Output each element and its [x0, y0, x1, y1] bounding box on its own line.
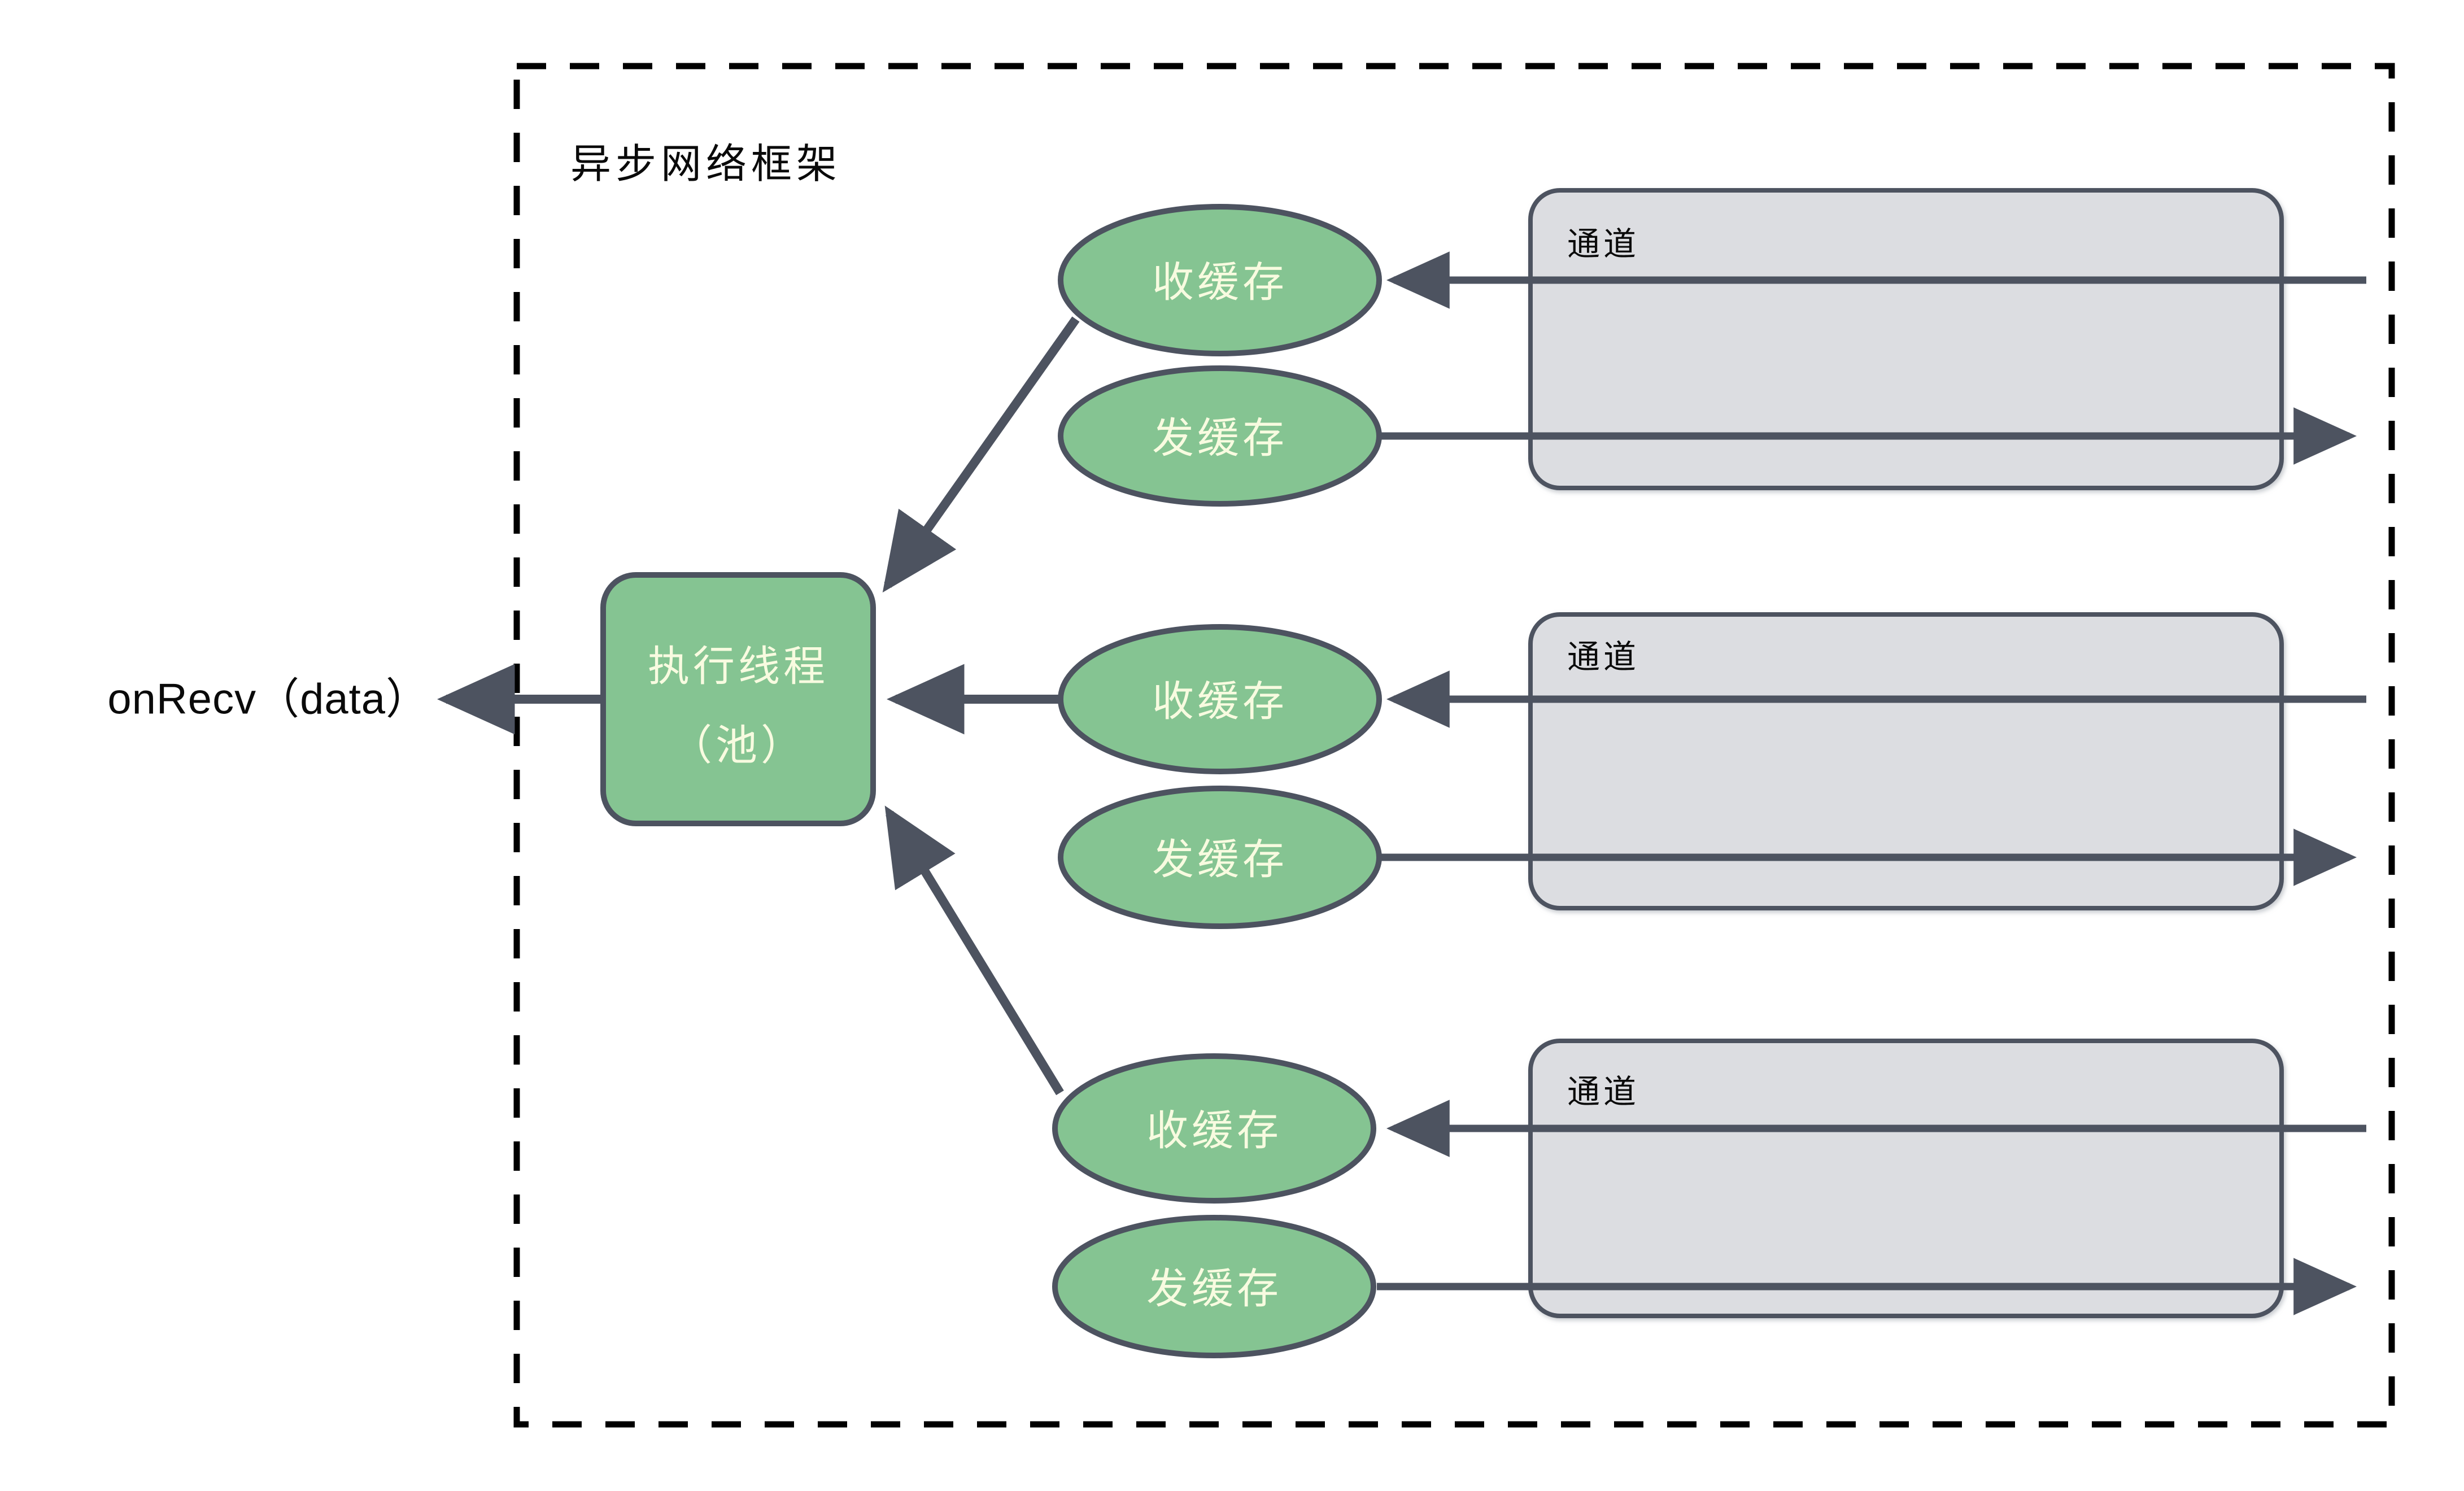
recv-buffer-node-2[interactable]: 收缓存 [1058, 624, 1382, 774]
edge-recv1-to-threadpool [882, 316, 1080, 593]
edge-recv3-to-threadpool [884, 805, 1064, 1096]
recv-buffer-ellipse-2[interactable] [1058, 624, 1382, 774]
recv-buffer-label-3: 收缓存 [1146, 1106, 1282, 1155]
framework-boundary [513, 63, 2395, 1428]
recv-buffer-label-1: 收缓存 [1152, 258, 1288, 307]
thread-pool-rect[interactable] [600, 572, 876, 826]
send-buffer-ellipse-1[interactable] [1058, 365, 1382, 507]
send-buffer-ellipse-2[interactable] [1058, 786, 1382, 929]
channel-label-2: 通道 [1567, 638, 1639, 676]
send-buffer-node-2[interactable]: 发缓存 [1058, 786, 1382, 929]
channel-box-2: 通道 [1528, 612, 2284, 910]
thread-pool-label-line1: 执行线程 [648, 642, 828, 691]
framework-title: 异步网络框架 [570, 140, 841, 188]
recv-buffer-ellipse-3[interactable] [1052, 1053, 1376, 1204]
send-buffer-ellipse-3[interactable] [1052, 1215, 1376, 1358]
send-buffer-node-3[interactable]: 发缓存 [1052, 1215, 1376, 1358]
channel-label-3: 通道 [1567, 1073, 1639, 1111]
recv-buffer-node-3[interactable]: 收缓存 [1052, 1053, 1376, 1204]
recv-buffer-label-2: 收缓存 [1152, 677, 1288, 726]
recv-buffer-node-1[interactable]: 收缓存 [1058, 204, 1382, 356]
onrecv-callout-label: onRecv（data） [107, 675, 429, 723]
thread-pool-node[interactable]: 执行线程 （池） [600, 572, 876, 826]
send-buffer-label-1: 发缓存 [1152, 414, 1288, 463]
channel-rect-3 [1528, 1039, 2284, 1318]
channel-rect-1 [1528, 188, 2284, 490]
channel-label-1: 通道 [1567, 225, 1639, 263]
send-buffer-label-3: 发缓存 [1146, 1265, 1282, 1313]
send-buffer-node-1[interactable]: 发缓存 [1058, 365, 1382, 507]
recv-buffer-ellipse-1[interactable] [1058, 204, 1382, 356]
thread-pool-label-line2: （池） [670, 721, 806, 770]
channel-rect-2 [1528, 612, 2284, 910]
send-buffer-label-2: 发缓存 [1152, 835, 1288, 884]
channel-box-1: 通道 [1528, 188, 2284, 490]
channel-box-3: 通道 [1528, 1039, 2284, 1318]
